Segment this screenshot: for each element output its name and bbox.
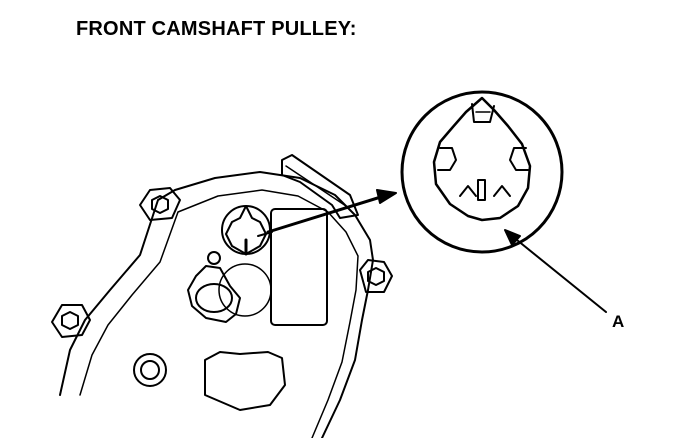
callout-a-leader: [504, 229, 607, 313]
detail-magnifier: [400, 90, 564, 254]
magnify-arrow: [257, 189, 397, 237]
cover-lower-opening: [204, 351, 286, 411]
figure-title: FRONT CAMSHAFT PULLEY:: [76, 18, 357, 40]
bolt-lower: [133, 353, 167, 387]
bolt-upper-left: [139, 187, 181, 221]
callout-label-a: A: [612, 312, 625, 331]
timing-cover-inner-edge: [79, 189, 359, 438]
pulley-mark-small: [221, 205, 271, 256]
lifting-tab: [187, 251, 241, 323]
cover-upper-bracket: [281, 154, 359, 219]
cover-upper-bracket-top: [285, 165, 347, 207]
bolt-left: [51, 304, 91, 338]
inspection-window: [270, 208, 328, 326]
detail-pulley-shape: [432, 96, 532, 222]
timing-cover-outline: [59, 171, 374, 438]
bolt-right: [359, 259, 393, 293]
pulley-ring-outline: [218, 263, 272, 317]
